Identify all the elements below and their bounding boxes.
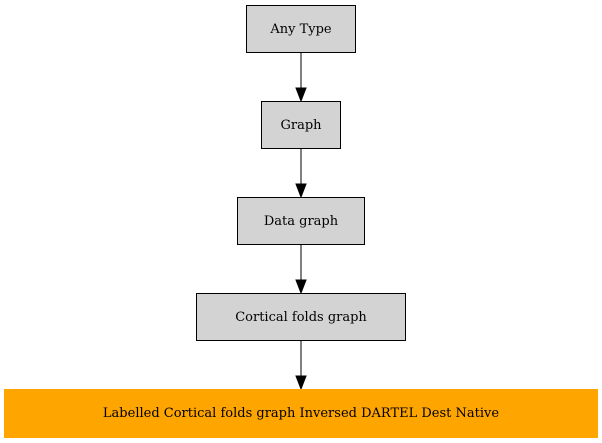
edge-datagraph-corticalfolds — [295, 245, 307, 295]
node-cortical-folds-graph[interactable]: Cortical folds graph — [196, 293, 406, 341]
node-graph[interactable]: Graph — [261, 101, 341, 149]
node-data-graph[interactable]: Data graph — [237, 197, 365, 245]
edge-anytype-graph — [295, 53, 307, 103]
edge-graph-datagraph — [295, 149, 307, 199]
node-any-type[interactable]: Any Type — [246, 5, 356, 53]
edge-corticalfolds-labelled — [295, 341, 307, 391]
node-labelled-cortical-folds-graph[interactable]: Labelled Cortical folds graph Inversed D… — [4, 389, 598, 438]
